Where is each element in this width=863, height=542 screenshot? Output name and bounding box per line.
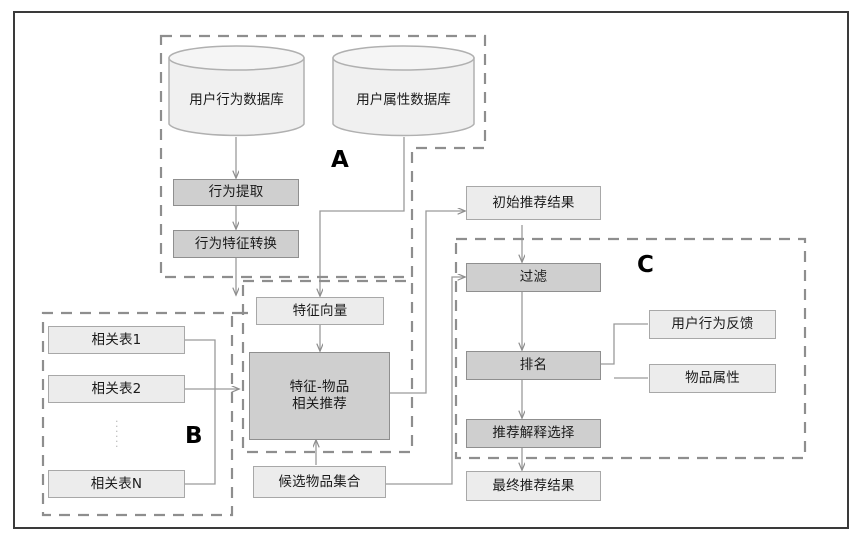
node-feature-item-recommend[interactable]: 特征-物品 相关推荐 (249, 352, 390, 440)
region-letter-a: A (331, 147, 349, 173)
database-user-attribute[interactable]: 用户属性数据库 (332, 45, 475, 137)
node-candidate-item-set[interactable]: 候选物品集合 (253, 466, 386, 498)
region-letter-c: C (637, 252, 654, 278)
node-related-table-2[interactable]: 相关表2 (48, 375, 185, 403)
recommend-label-line2: 相关推荐 (292, 396, 347, 412)
vertical-ellipsis: ...... (115, 412, 119, 450)
node-filter[interactable]: 过滤 (466, 263, 601, 292)
node-initial-recommend-result[interactable]: 初始推荐结果 (466, 186, 601, 220)
node-final-recommend-result[interactable]: 最终推荐结果 (466, 471, 601, 501)
node-item-attribute[interactable]: 物品属性 (649, 364, 776, 393)
node-user-behavior-feedback[interactable]: 用户行为反馈 (649, 310, 776, 339)
node-behavior-extraction[interactable]: 行为提取 (173, 179, 299, 206)
cylinder-shape (168, 45, 305, 137)
recommend-label-line1: 特征-物品 (289, 379, 350, 396)
cylinder-shape (332, 45, 475, 137)
node-feature-vector[interactable]: 特征向量 (256, 297, 384, 325)
database-user-behavior[interactable]: 用户行为数据库 (168, 45, 305, 137)
database-label: 用户行为数据库 (189, 92, 284, 108)
node-related-table-1[interactable]: 相关表1 (48, 326, 185, 354)
node-ranking[interactable]: 排名 (466, 351, 601, 380)
database-label: 用户属性数据库 (356, 92, 451, 108)
node-related-table-n[interactable]: 相关表N (48, 470, 185, 498)
node-behavior-feature-transform[interactable]: 行为特征转换 (173, 230, 299, 258)
region-letter-b: B (185, 423, 203, 449)
node-recommend-explanation-select[interactable]: 推荐解释选择 (466, 419, 601, 448)
